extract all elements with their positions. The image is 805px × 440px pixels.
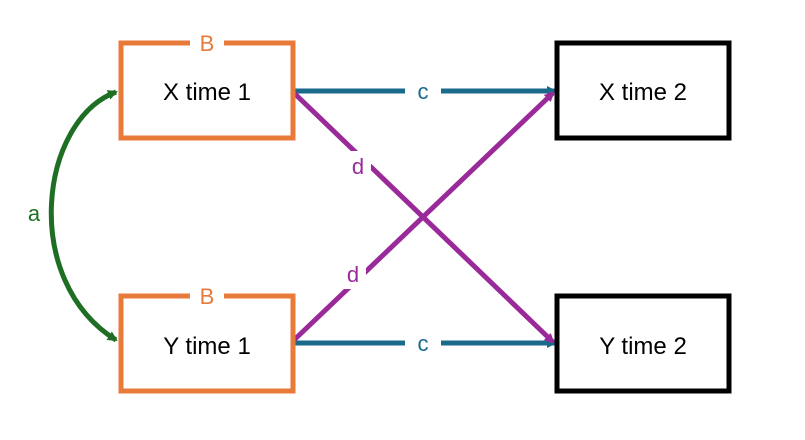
stability-label-y: c xyxy=(418,331,429,356)
stability-label-y-bg xyxy=(405,328,441,358)
covariance-label: a xyxy=(28,201,41,226)
cross-label-1-bg xyxy=(345,151,371,181)
covariance-arrow xyxy=(48,89,118,343)
node-y-time-2-label: Y time 2 xyxy=(599,333,687,360)
node-y-time-1-tag-bg xyxy=(190,283,224,309)
cross-label-2-bg xyxy=(340,259,366,289)
cross-lagged-arrow-y-to-x xyxy=(291,91,555,343)
node-y-time-1-tag: B xyxy=(200,284,215,309)
cross-label-y-to-x: d xyxy=(347,262,359,287)
stability-label-x: c xyxy=(418,79,429,104)
node-x-time-1-tag: B xyxy=(200,31,215,56)
node-x-time-1: B X time 1 xyxy=(118,30,296,141)
covariance-label-bg xyxy=(22,198,46,228)
node-x-time-1-tag-bg xyxy=(190,30,224,56)
node-x-time-2-box xyxy=(554,40,732,141)
node-x-time-2-label: X time 2 xyxy=(599,79,687,106)
cross-label-x-to-y: d xyxy=(352,154,364,179)
node-y-time-1: B Y time 1 xyxy=(118,283,296,394)
node-x-time-1-label: X time 1 xyxy=(163,79,251,106)
node-y-time-1-label: Y time 1 xyxy=(163,333,251,360)
node-x-time-2: X time 2 xyxy=(554,40,732,141)
node-y-time-2: Y time 2 xyxy=(554,293,732,394)
stability-label-x-bg xyxy=(405,76,441,106)
node-y-time-2-box xyxy=(554,293,732,394)
